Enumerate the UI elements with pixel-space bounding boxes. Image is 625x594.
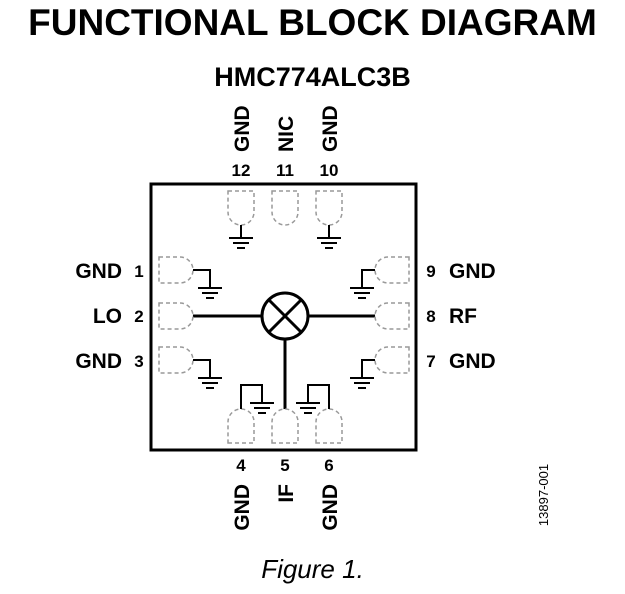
figure-caption: Figure 1. — [261, 554, 364, 584]
pin-12-name: GND — [231, 105, 254, 152]
pad-5 — [271, 408, 299, 444]
pin-10-name: GND — [319, 105, 342, 152]
mixer-symbol — [260, 291, 310, 341]
pin-8-number: 8 — [426, 307, 435, 326]
pin-3-name: GND — [75, 350, 122, 373]
ground-symbol-pin-10 — [317, 225, 341, 249]
ground-symbol-pin-9 — [350, 269, 375, 299]
pin-6-number: 6 — [324, 456, 333, 475]
package-outline — [149, 182, 418, 452]
part-number: HMC774ALC3B — [214, 62, 411, 92]
pad-10 — [315, 190, 343, 226]
pin-4-number: 4 — [236, 456, 246, 475]
pin-3-number: 3 — [134, 352, 143, 371]
pin-11-name: NIC — [275, 116, 298, 152]
pad-1 — [158, 256, 194, 284]
pin-6-name: GND — [319, 484, 342, 531]
ground-symbol-pin-4 — [240, 384, 274, 414]
pin-4-name: GND — [231, 484, 254, 531]
pad-3 — [158, 346, 194, 374]
pad-4 — [227, 408, 255, 444]
pin-8-name: RF — [449, 305, 477, 328]
pad-6 — [315, 408, 343, 444]
pin-1-name: GND — [75, 260, 122, 283]
pad-2 — [158, 302, 194, 330]
pad-9 — [374, 256, 410, 284]
pin-7-number: 7 — [426, 352, 435, 371]
pin-5-number: 5 — [280, 456, 289, 475]
pin-9-number: 9 — [426, 262, 435, 281]
ground-symbol-pin-3 — [193, 359, 222, 389]
ground-symbol-pin-12 — [229, 225, 253, 249]
ground-symbol-pin-6 — [296, 384, 330, 414]
pin-9-name: GND — [449, 260, 496, 283]
pin-10-number: 10 — [320, 161, 339, 180]
ground-symbol-pin-1 — [193, 269, 222, 299]
diagram-title: FUNCTIONAL BLOCK DIAGRAM — [28, 2, 597, 43]
pin-7-name: GND — [449, 350, 496, 373]
pin-1-number: 1 — [134, 262, 143, 281]
figure-id: 13897-001 — [536, 464, 551, 526]
pad-11 — [271, 190, 299, 226]
pad-7 — [374, 346, 410, 374]
pin-5-name: IF — [275, 484, 298, 503]
pin-11-number: 11 — [276, 161, 294, 180]
pin-12-number: 12 — [232, 161, 251, 180]
pad-8 — [374, 302, 410, 330]
pin-2-name: LO — [93, 305, 122, 328]
pin-2-number: 2 — [134, 307, 143, 326]
pad-12 — [227, 190, 255, 226]
ground-symbol-pin-7 — [350, 359, 375, 389]
